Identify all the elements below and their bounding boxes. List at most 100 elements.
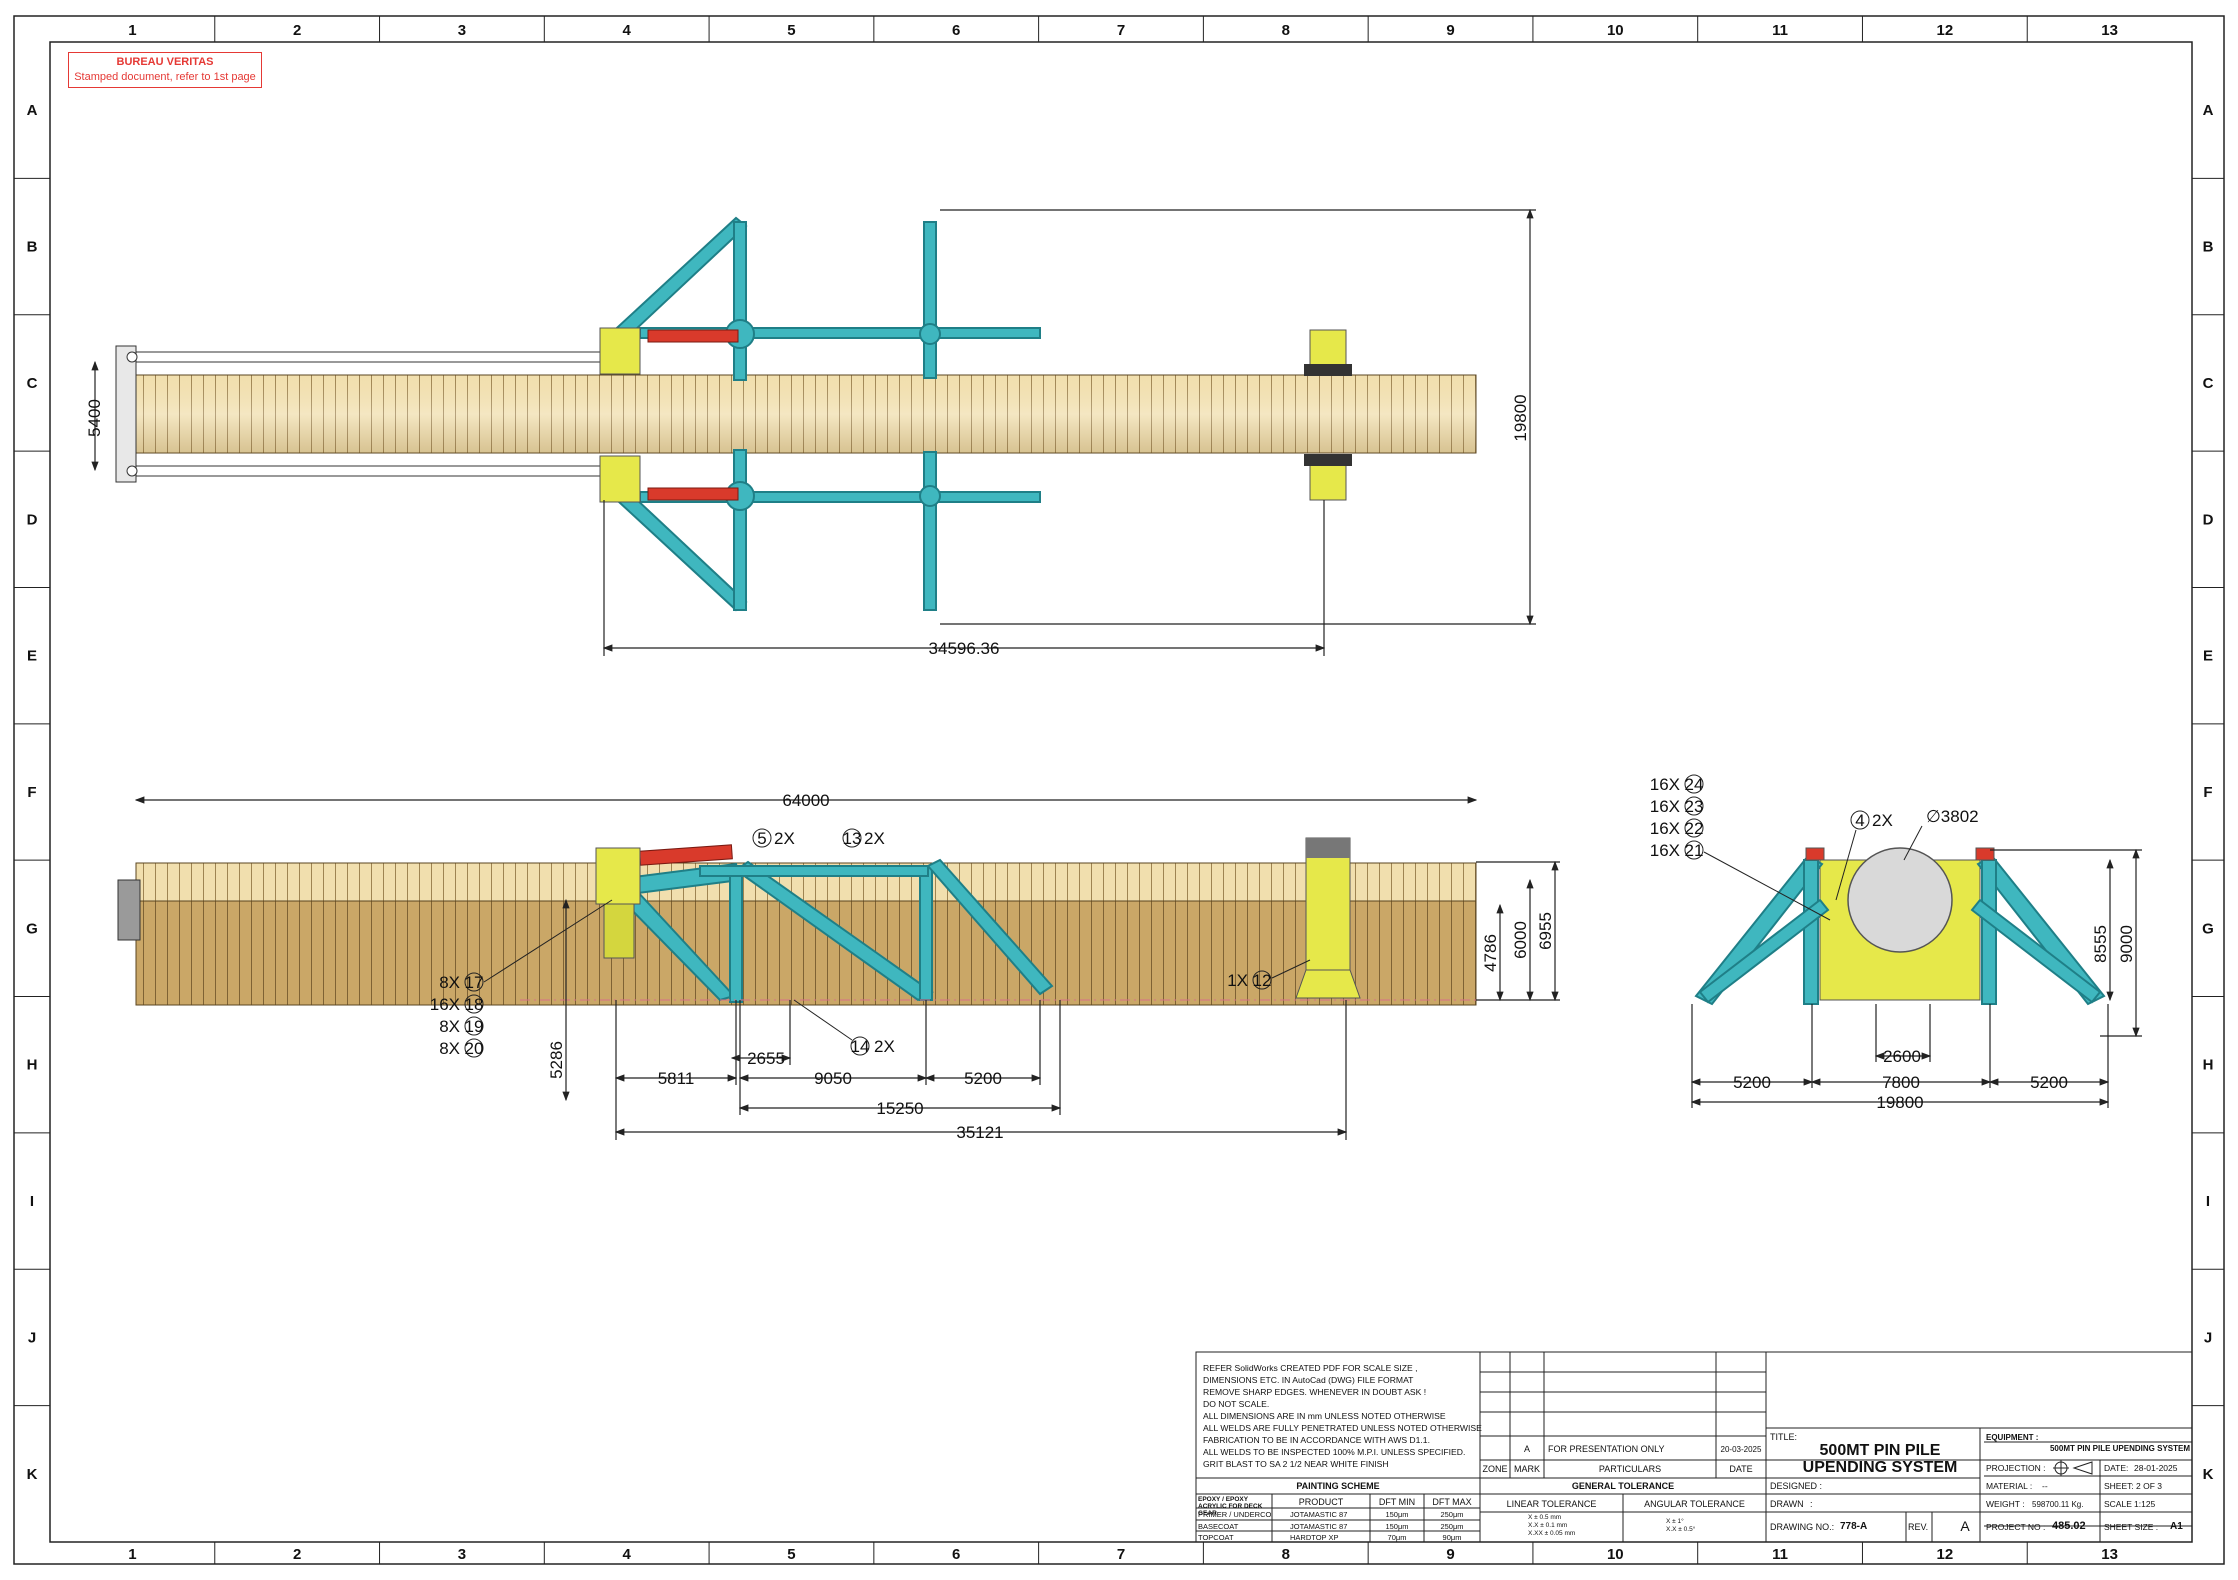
note-line: GRIT BLAST TO SA 2 1/2 NEAR WHITE FINISH: [1203, 1459, 1389, 1469]
callout-18: 18: [465, 995, 484, 1014]
zone-col-bottom-1: 1: [128, 1546, 136, 1563]
svg-text:8X: 8X: [439, 1039, 460, 1058]
rev-label: REV.: [1908, 1522, 1929, 1532]
note-line: REFER SolidWorks CREATED PDF FOR SCALE S…: [1203, 1363, 1418, 1373]
tolerance-title: GENERAL TOLERANCE: [1571, 1481, 1675, 1491]
plan-hinge-top: [599, 327, 641, 375]
title-block-grid: [1195, 1351, 2193, 1543]
linear-tol-2: X.XX ± 0.05 mm: [1528, 1530, 1576, 1537]
end-leg-right-inner: [1981, 859, 1997, 1005]
callout-24: 24: [1685, 775, 1704, 794]
callout-23: 23: [1685, 797, 1704, 816]
dim-9050: 9050: [814, 1069, 852, 1088]
end-pile: [1847, 847, 1953, 953]
note-line: ALL WELDS ARE FULLY PENETRATED UNLESS NO…: [1203, 1423, 1482, 1433]
painting-cell: 150μm: [1385, 1522, 1409, 1531]
zone-col-bottom-12: 12: [1937, 1546, 1954, 1563]
dim-35121: 35121: [956, 1123, 1003, 1142]
designed-label: DESIGNED :: [1770, 1481, 1823, 1491]
zone-row-right-E: E: [2203, 648, 2213, 665]
zone-col-top-3: 3: [458, 22, 466, 39]
dim-6000: 6000: [1511, 921, 1530, 959]
zone-row-left-G: G: [26, 920, 38, 937]
plan-view: 5400 19800 34596.36: [85, 208, 1536, 658]
dim-4786: 4786: [1481, 934, 1500, 972]
general-notes: REFER SolidWorks CREATED PDF FOR SCALE S…: [1203, 1362, 1485, 1470]
painting-head-3: DFT MAX: [1432, 1497, 1472, 1507]
note-line: ALL DIMENSIONS ARE IN mm UNLESS NOTED OT…: [1203, 1411, 1446, 1421]
zone-row-right-C: C: [2203, 375, 2214, 392]
side-leg-b: [926, 858, 1054, 996]
sheet-size-value: A1: [2170, 1521, 2183, 1532]
callout-12: 12: [1253, 971, 1272, 990]
projection-label: PROJECTION :: [1986, 1463, 2046, 1473]
zone-row-right-G: G: [2202, 920, 2214, 937]
dim-19800: 19800: [1511, 394, 1530, 441]
material-label: MATERIAL :: [1986, 1481, 2033, 1491]
note-line: REMOVE SHARP EDGES. WHENEVER IN DOUBT AS…: [1203, 1387, 1427, 1397]
zone-row-left-F: F: [27, 784, 36, 801]
angular-tol-1: X.X ± 0.5°: [1666, 1526, 1696, 1533]
zone-col-bottom-13: 13: [2101, 1546, 2118, 1563]
callout-20: 20: [465, 1039, 484, 1058]
zone-row-left-C: C: [27, 375, 38, 392]
zone-row-right-J: J: [2204, 1329, 2212, 1346]
zone-col-bottom-6: 6: [952, 1546, 960, 1563]
zone-col-top-9: 9: [1446, 22, 1454, 39]
linear-tol-1: X.X ± 0.1 mm: [1528, 1522, 1568, 1529]
painting-cell: JOTAMASTIC 87: [1290, 1510, 1348, 1519]
sheet-value: 2 OF 3: [2136, 1481, 2162, 1491]
painting-cell: 250μm: [1440, 1522, 1464, 1531]
note-line: DO NOT SCALE.: [1203, 1399, 1270, 1409]
zone-row-left-K: K: [27, 1466, 38, 1483]
zone-col-bottom-9: 9: [1446, 1546, 1454, 1563]
side-hinge-lower: [603, 903, 635, 959]
painting-head-1: PRODUCT: [1298, 1497, 1344, 1507]
dim-9000: 9000: [2117, 925, 2136, 963]
note-line: ALL WELDS TO BE INSPECTED 100% M.P.I. UN…: [1203, 1447, 1466, 1457]
linear-tol-0: X ± 0.5 mm: [1528, 1514, 1562, 1521]
zone-row-right-I: I: [2206, 1193, 2210, 1210]
dim-34596: 34596.36: [929, 639, 1000, 658]
revision-mark: A: [1523, 1444, 1530, 1454]
zone-col-top-4: 4: [623, 22, 632, 39]
weight-label: WEIGHT :: [1986, 1499, 2025, 1509]
zone-row-right-B: B: [2203, 239, 2214, 256]
inner-border: [49, 41, 2193, 1543]
stamp-title: BUREAU VERITAS: [116, 56, 214, 68]
svg-text:8X: 8X: [439, 973, 460, 992]
zone-row-right-F: F: [2203, 784, 2212, 801]
revision-particulars: FOR PRESENTATION ONLY: [1548, 1444, 1665, 1454]
painting-cell: 150μm: [1385, 1510, 1409, 1519]
zone-row-left-A: A: [27, 102, 38, 119]
title-line-1: 500MT PIN PILE: [1819, 1442, 1941, 1459]
note-line: DIMENSIONS ETC. IN AutoCad (DWG) FILE FO…: [1203, 1375, 1414, 1385]
callout-14: 14: [851, 1037, 870, 1056]
dim-5286: 5286: [547, 1041, 566, 1079]
painting-cell: JOTAMASTIC 87: [1290, 1522, 1348, 1531]
svg-text:16X: 16X: [1650, 819, 1680, 838]
svg-text:16X: 16X: [1650, 841, 1680, 860]
painting-row: TOPCOAT: [1198, 1533, 1234, 1542]
side-cylinder: [639, 844, 733, 866]
callout-5: 5: [757, 829, 766, 848]
angular-tol-0: X ± 1°: [1666, 1518, 1684, 1525]
painting-cell: HARDTOP XP: [1290, 1533, 1339, 1542]
revision-date: 20-03-2025: [1720, 1445, 1762, 1454]
side-top-beam: [699, 865, 929, 877]
painting-cell: 90μm: [1442, 1533, 1462, 1542]
equipment-value: 500MT PIN PILE UPENDING SYSTEM: [2049, 1444, 2190, 1453]
plan-cylinder-top: [647, 329, 739, 343]
zone-col-bottom-7: 7: [1117, 1546, 1125, 1563]
svg-text:2X: 2X: [774, 829, 795, 848]
plan-column-top-a: [733, 221, 747, 381]
zone-col-top-5: 5: [787, 22, 795, 39]
projection-symbol-icon: [2053, 1460, 2093, 1476]
svg-text:8X: 8X: [439, 1017, 460, 1036]
plan-column-bottom-b: [923, 451, 937, 611]
svg-text:16X: 16X: [1650, 775, 1680, 794]
painting-title: PAINTING SCHEME: [1296, 1481, 1380, 1491]
zone-col-top-2: 2: [293, 22, 301, 39]
drawing-title: 500MT PIN PILE UPENDING SYSTEM: [1775, 1442, 1985, 1476]
